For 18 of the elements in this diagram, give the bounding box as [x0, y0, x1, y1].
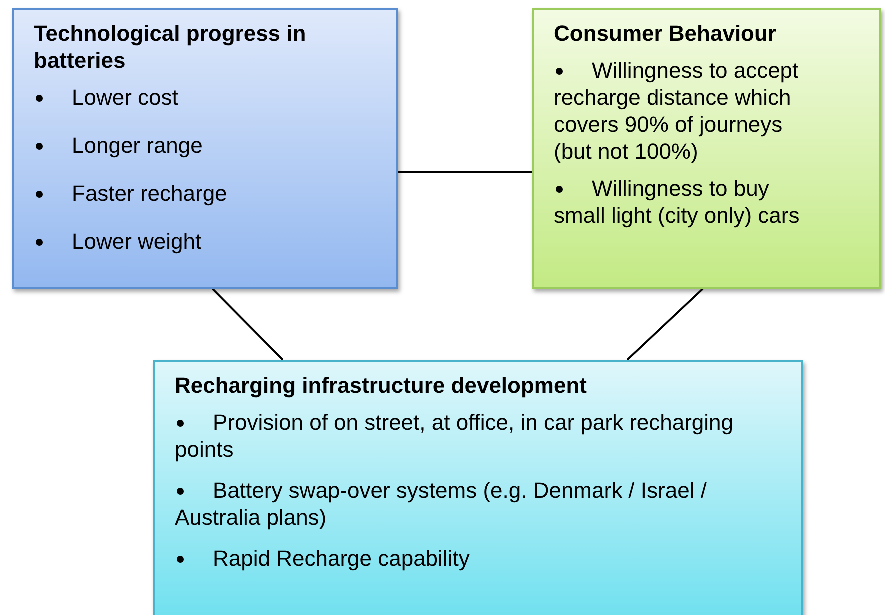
text-box [532, 8, 881, 289]
box-heading: Technological progress in batteries [34, 20, 308, 74]
bullet-item: Lower weight [34, 228, 382, 255]
box-heading: Consumer Behaviour [554, 20, 778, 47]
connector-line [212, 288, 284, 361]
text-box [12, 8, 398, 289]
bullet-item: Rapid Recharge capability [175, 545, 787, 572]
bullet-item: Longer range [34, 132, 382, 159]
bullet-item: Willingness to accept recharge distance which covers 90% of journeys (but not 100%) [554, 57, 865, 165]
box-heading: Recharging infrastructure development [175, 372, 588, 399]
bullet-item: Lower cost [34, 84, 382, 111]
bullet-item: Provision of on street, at office, in car park recharging points [175, 409, 787, 463]
connector-line [626, 288, 704, 361]
bullet-item: Willingness to buy small light (city only) cars [554, 175, 865, 229]
text-box [153, 360, 803, 615]
connector-line [398, 172, 532, 174]
bullet-item: Faster recharge [34, 180, 382, 207]
bullet-item: Battery swap-over systems (e.g. Denmark / Israel / Australia plans) [175, 477, 787, 531]
